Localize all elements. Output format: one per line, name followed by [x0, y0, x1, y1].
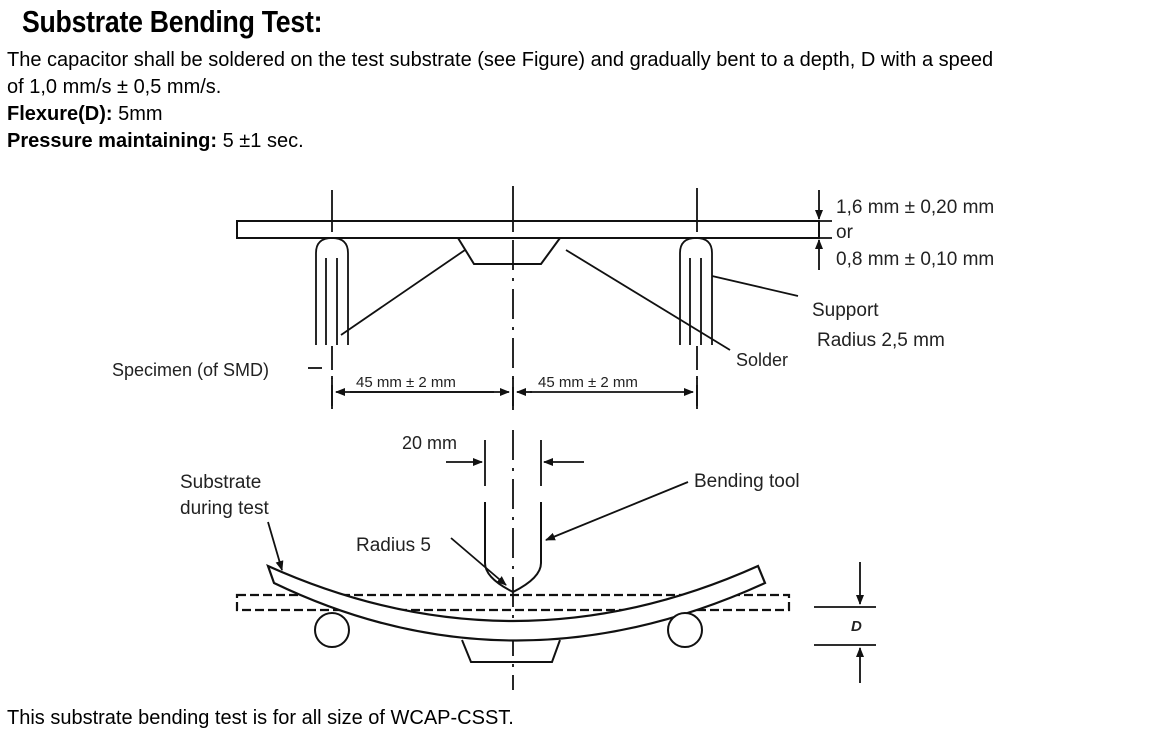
bent-solder-specimen [461, 639, 561, 663]
solder-label: Solder [736, 350, 788, 370]
leader-lines [308, 249, 799, 369]
thickness-1-label: 1,6 mm ± 0,20 mm [836, 197, 994, 218]
flexure-value: 5mm [112, 103, 163, 125]
test-substrate [236, 220, 820, 239]
substrate-label-1: Substrate [180, 472, 261, 493]
left-support [315, 237, 349, 345]
span-dimensions [331, 378, 698, 406]
footer-note: This substrate bending test is for all s… [7, 707, 514, 729]
solder-specimen [457, 237, 561, 265]
depth-label: D [851, 618, 862, 635]
tool-width-label: 20 mm [402, 433, 457, 453]
pressure-spec: Pressure maintaining: 5 ±1 sec. [7, 128, 304, 155]
substrate-label-2: during test [180, 498, 269, 519]
bent-substrate [266, 563, 767, 642]
flexure-label: Flexure(D): [7, 103, 113, 125]
span-left-label: 45 mm ± 2 mm [356, 374, 456, 391]
support-label-1: Support [812, 300, 879, 321]
span-right-label: 45 mm ± 2 mm [538, 374, 638, 391]
left-support-roller [314, 612, 350, 648]
flexure-spec: Flexure(D): 5mm [7, 101, 163, 128]
radius-label: Radius 5 [356, 535, 431, 556]
support-label-2: Radius 2,5 mm [817, 330, 945, 351]
bending-tool-leader [545, 481, 689, 541]
right-support [679, 237, 713, 345]
thickness-dimension [807, 190, 832, 270]
page-title: Substrate Bending Test: [22, 4, 323, 39]
tool-width-dimension [446, 440, 584, 486]
thickness-or-label: or [836, 222, 854, 243]
pressure-label: Pressure maintaining: [7, 130, 218, 152]
intro-line-1: The capacitor shall be soldered on the t… [7, 49, 994, 71]
depth-dimension [814, 562, 876, 683]
original-substrate-position [235, 593, 791, 612]
radius-leader [450, 537, 507, 586]
bending-tool-label: Bending tool [694, 471, 800, 492]
intro-line-2: of 1,0 mm/s ± 0,5 mm/s. [7, 76, 222, 98]
substrate-leader [267, 521, 284, 571]
pressure-value: 5 ±1 sec. [217, 130, 304, 152]
specimen-label: Specimen (of SMD) [112, 360, 269, 380]
thickness-2-label: 0,8 mm ± 0,10 mm [836, 249, 994, 270]
right-support-roller [667, 612, 703, 648]
